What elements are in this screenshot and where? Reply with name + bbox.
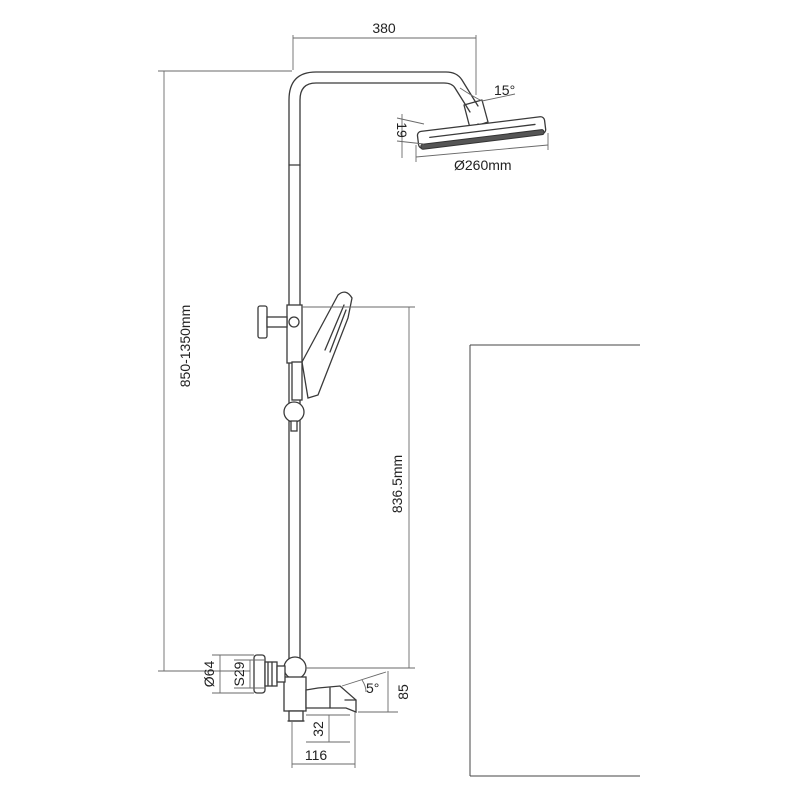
hand-shower-face (324, 304, 347, 353)
mixer-valve (283, 656, 307, 722)
riser-pipe-inner (299, 82, 471, 663)
dim-inlet-size: S29 (231, 661, 247, 686)
head-connector (463, 99, 489, 129)
mixer-diverter (283, 656, 307, 680)
mixer-outlet (288, 710, 304, 722)
holder-knob (257, 305, 300, 339)
inlet-flange (253, 654, 266, 694)
inset-frame (469, 344, 640, 777)
dim-inlet-diameter: Ø64 (201, 661, 217, 688)
dim-spout-drop: 32 (310, 721, 326, 737)
dim-spout-angle: 5° (366, 680, 379, 696)
dimensions: 380 15° 19 Ø260mm 850-1350mm 836.5mm Ø64 (158, 20, 549, 768)
dim-spout-length: 116 (305, 747, 328, 763)
shower-structure (253, 71, 547, 722)
bath-spout (305, 685, 357, 713)
riser-pipe (288, 71, 479, 663)
mixer-body (283, 676, 307, 712)
dim-top-width: 380 (372, 20, 396, 36)
slide-ball (283, 401, 305, 423)
dim-head-thickness: 19 (394, 122, 410, 138)
hose-connector (291, 361, 303, 401)
slide-ball-pin (290, 420, 298, 432)
inlet-body (264, 661, 278, 687)
wall-inlet (253, 654, 286, 694)
dim-spout-height: 85 (395, 684, 411, 700)
inlet-nut (276, 665, 286, 683)
dim-arm-angle: 15° (494, 82, 515, 98)
dim-height-range: 850-1350mm (177, 305, 193, 388)
dim-holder-height: 836.5mm (389, 455, 405, 513)
shower-head-face (420, 129, 545, 150)
dim-head-diameter: Ø260mm (454, 157, 512, 173)
shower-head-line (429, 123, 536, 139)
slide-holder (286, 304, 303, 364)
shower-head (416, 116, 547, 150)
